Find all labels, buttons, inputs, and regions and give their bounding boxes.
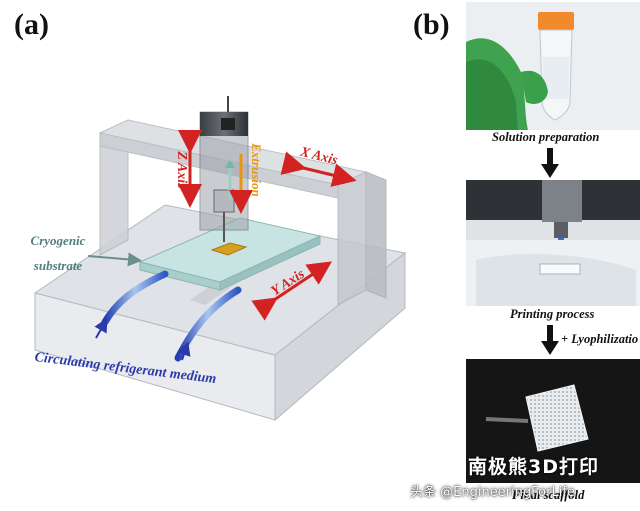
z-axis-label: Z Axis: [174, 150, 189, 189]
y-axis-arrow: [251, 261, 332, 321]
x-axis-arrow: [280, 151, 357, 187]
watermark-main: 南极熊3D打印: [468, 456, 599, 478]
cryogenic-pointer-arrow: [87, 252, 142, 267]
solution-photo: [466, 2, 640, 130]
printing-photo: [466, 180, 640, 306]
watermark-sub: 头条 @EngineeringForLife: [410, 485, 575, 500]
scaffold-photo: [466, 359, 640, 483]
caption-final: Final scaffold: [512, 488, 585, 502]
cryogenic-label-line1: Cryogenic: [31, 233, 86, 248]
flow-arrow-1: [541, 148, 559, 178]
caption-solution: Solution preparation: [492, 130, 600, 144]
panel-a-label: (a): [14, 8, 49, 41]
refrigerant-arrow-right: [177, 341, 191, 361]
panel-b-label: (b): [413, 8, 450, 41]
cryogenic-label-line2: substrate: [33, 258, 83, 273]
caption-printing: Printing process: [510, 307, 595, 321]
refrigerant-arrow-left: [94, 317, 108, 339]
printer-schematic: Z Axis X Axis Y Axis Extrusion Cryogenic…: [31, 96, 407, 422]
flow-arrow-2: [541, 325, 559, 355]
extrusion-label: Extrusion: [249, 142, 264, 196]
lyophilization-label: + Lyophilizatio: [561, 332, 639, 346]
